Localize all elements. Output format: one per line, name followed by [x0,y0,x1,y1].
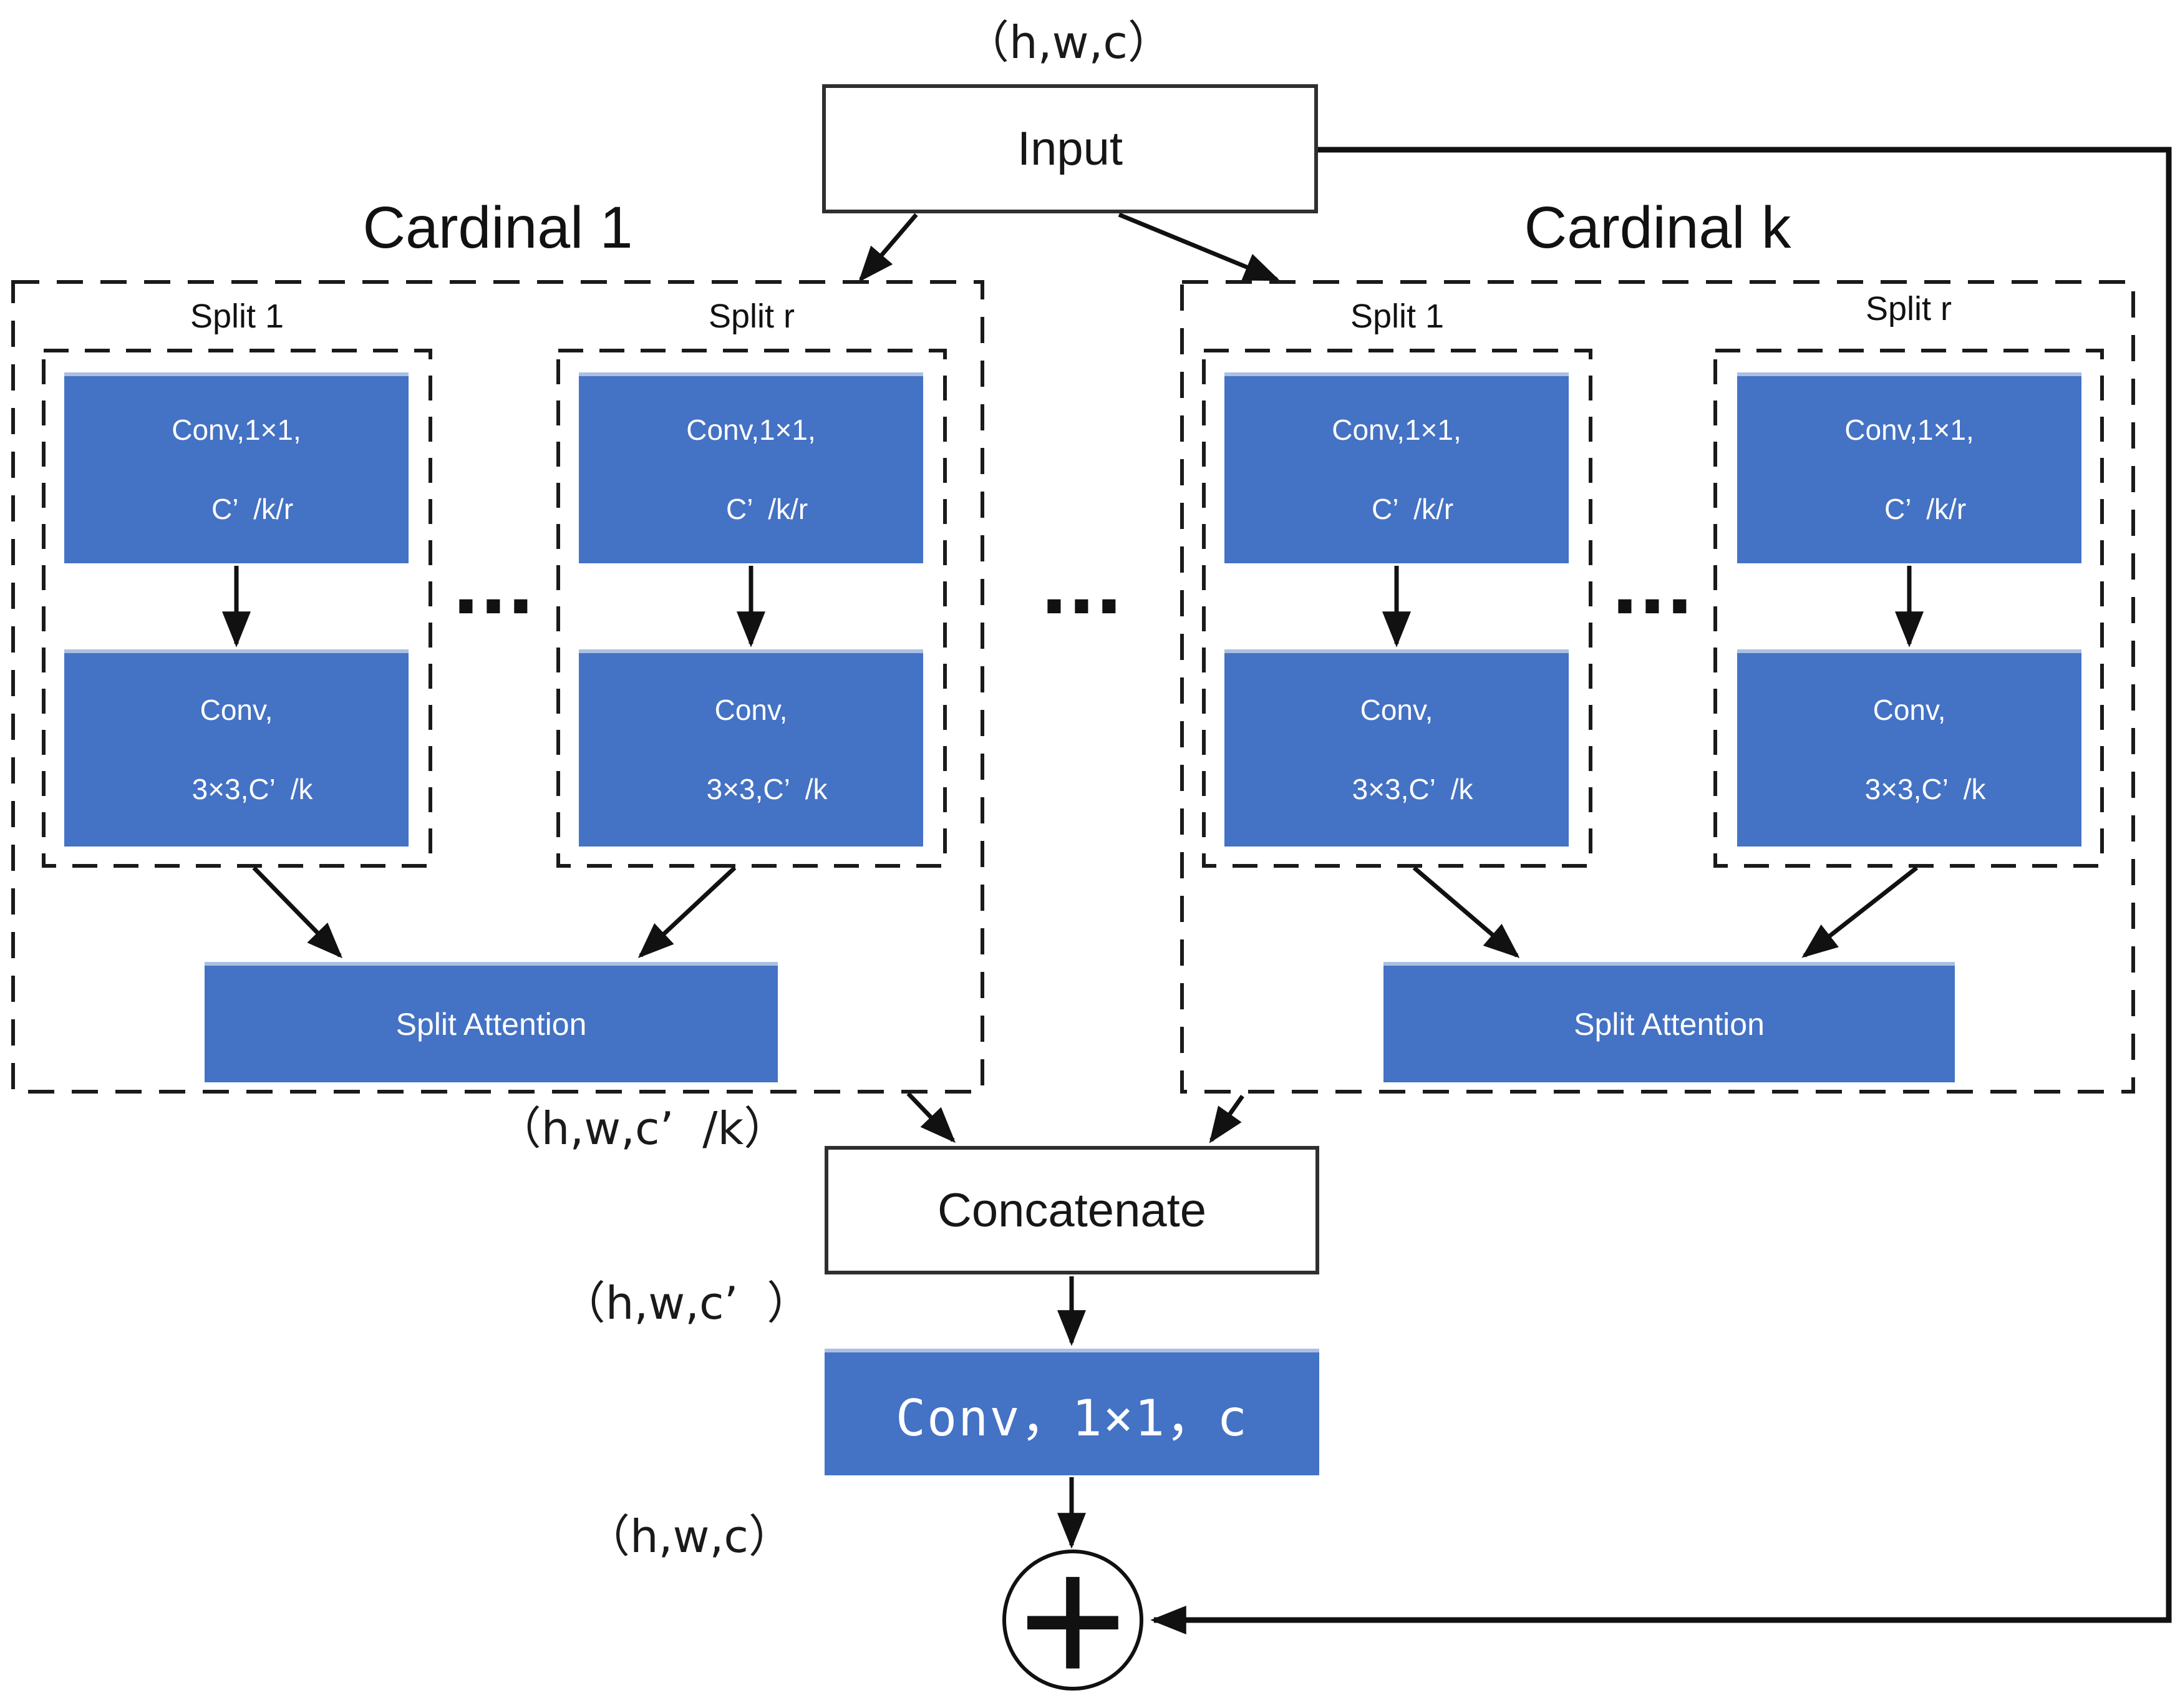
conv1x1-line2: C’ /k/r [1884,492,1967,525]
conv1x1-line2: C’ /k/r [725,492,808,525]
arrow-splitr-to-attention-ck [1801,866,1919,958]
cardinal-1-title: Cardinal 1 [362,194,633,261]
cardinal-k-split-r-container [1713,349,2104,868]
cardinal-output-shape-label: （h,w,c’ /k） [496,1102,789,1155]
arrow-input-to-cardinal-1 [858,213,918,283]
concatenate-node: Concatenate [825,1146,1319,1274]
cardinal-1-split-1-label: Split 1 [190,298,284,335]
conv3x3-line1: Conv, [200,693,273,726]
ellipsis-between-splits-c1: ··· [453,553,539,657]
arrow-split1-to-attention-c1 [252,866,343,959]
cardinal-1-container [11,280,984,1094]
plus-node-label: + [1018,1515,1128,1708]
split-attention-label: Split Attention [395,1006,587,1042]
conv1x1-line2: C’ /k/r [1371,492,1454,525]
arrow-split1-to-attention-ck [1412,866,1520,958]
conv3x3-line1: Conv, [1872,693,1946,726]
conv3x3-box-c1s1: Conv, 3×3,C’ /k [64,649,409,847]
conv-1x1-c-label: Conv，1×1，c [895,1389,1249,1447]
arrow-input-to-cardinal-k [1118,212,1281,282]
concat-output-shape-label: （h,w,c’ ） [560,1276,812,1329]
conv1x1-box-c1s1: Conv,1×1, C’ /k/r [64,372,409,563]
cardinal-1-split-r-container [556,349,947,868]
cardinal-k-split-1-container [1202,349,1592,868]
conv1x1-line2: C’ /k/r [211,492,294,525]
split-attention-label: Split Attention [1574,1006,1765,1042]
conv-1x1-c-node: Conv，1×1，c [825,1349,1319,1475]
conv-output-shape-label: （h,w,c） [585,1510,793,1563]
conv3x3-box-c1sr: Conv, 3×3,C’ /k [579,649,923,847]
arrow-splitr-to-attention-c1 [637,866,737,958]
cardinal-k-split-r-label: Split r [1865,290,1952,328]
conv1x1-line1: Conv,1×1, [686,413,816,446]
cardinal-1-split-1-container [42,349,432,868]
conv1x1-box-cksr: Conv,1×1, C’ /k/r [1737,372,2081,563]
ellipsis-between-cardinals: ··· [1041,553,1127,657]
conv3x3-line2: 3×3,C’ /k [1864,772,1986,805]
input-node: Input [822,84,1318,213]
split-attention-box-c1: Split Attention [205,962,778,1082]
split-attention-box-ck: Split Attention [1383,962,1955,1082]
plus-node-circle [1002,1550,1143,1691]
conv1x1-line1: Conv,1×1, [1844,413,1974,446]
conv3x3-box-cks1: Conv, 3×3,C’ /k [1224,649,1569,847]
conv1x1-line1: Conv,1×1, [1332,413,1461,446]
input-shape-label: （h,w,c） [964,16,1173,69]
conv3x3-line2: 3×3,C’ /k [191,772,313,805]
conv1x1-box-cks1: Conv,1×1, C’ /k/r [1224,372,1569,563]
conv1x1-line1: Conv,1×1, [172,413,301,446]
conv1x1-box-c1sr: Conv,1×1, C’ /k/r [579,372,923,563]
cardinal-k-title: Cardinal k [1524,194,1791,261]
conv3x3-line1: Conv, [1360,693,1433,726]
ellipsis-between-splits-ck: ··· [1612,553,1698,657]
conv3x3-line1: Conv, [714,693,788,726]
cardinal-k-container [1180,280,2135,1094]
skip-connection-line [1150,147,2172,1634]
conv3x3-box-cksr: Conv, 3×3,C’ /k [1737,649,2081,847]
arrow-cardinalk-to-concat [1209,1094,1244,1143]
arrow-cardinal1-to-concat [906,1092,956,1143]
cardinal-1-split-r-label: Split r [708,298,795,335]
conv3x3-line2: 3×3,C’ /k [1352,772,1473,805]
cardinal-k-split-1-label: Split 1 [1350,298,1445,335]
conv3x3-line2: 3×3,C’ /k [706,772,828,805]
